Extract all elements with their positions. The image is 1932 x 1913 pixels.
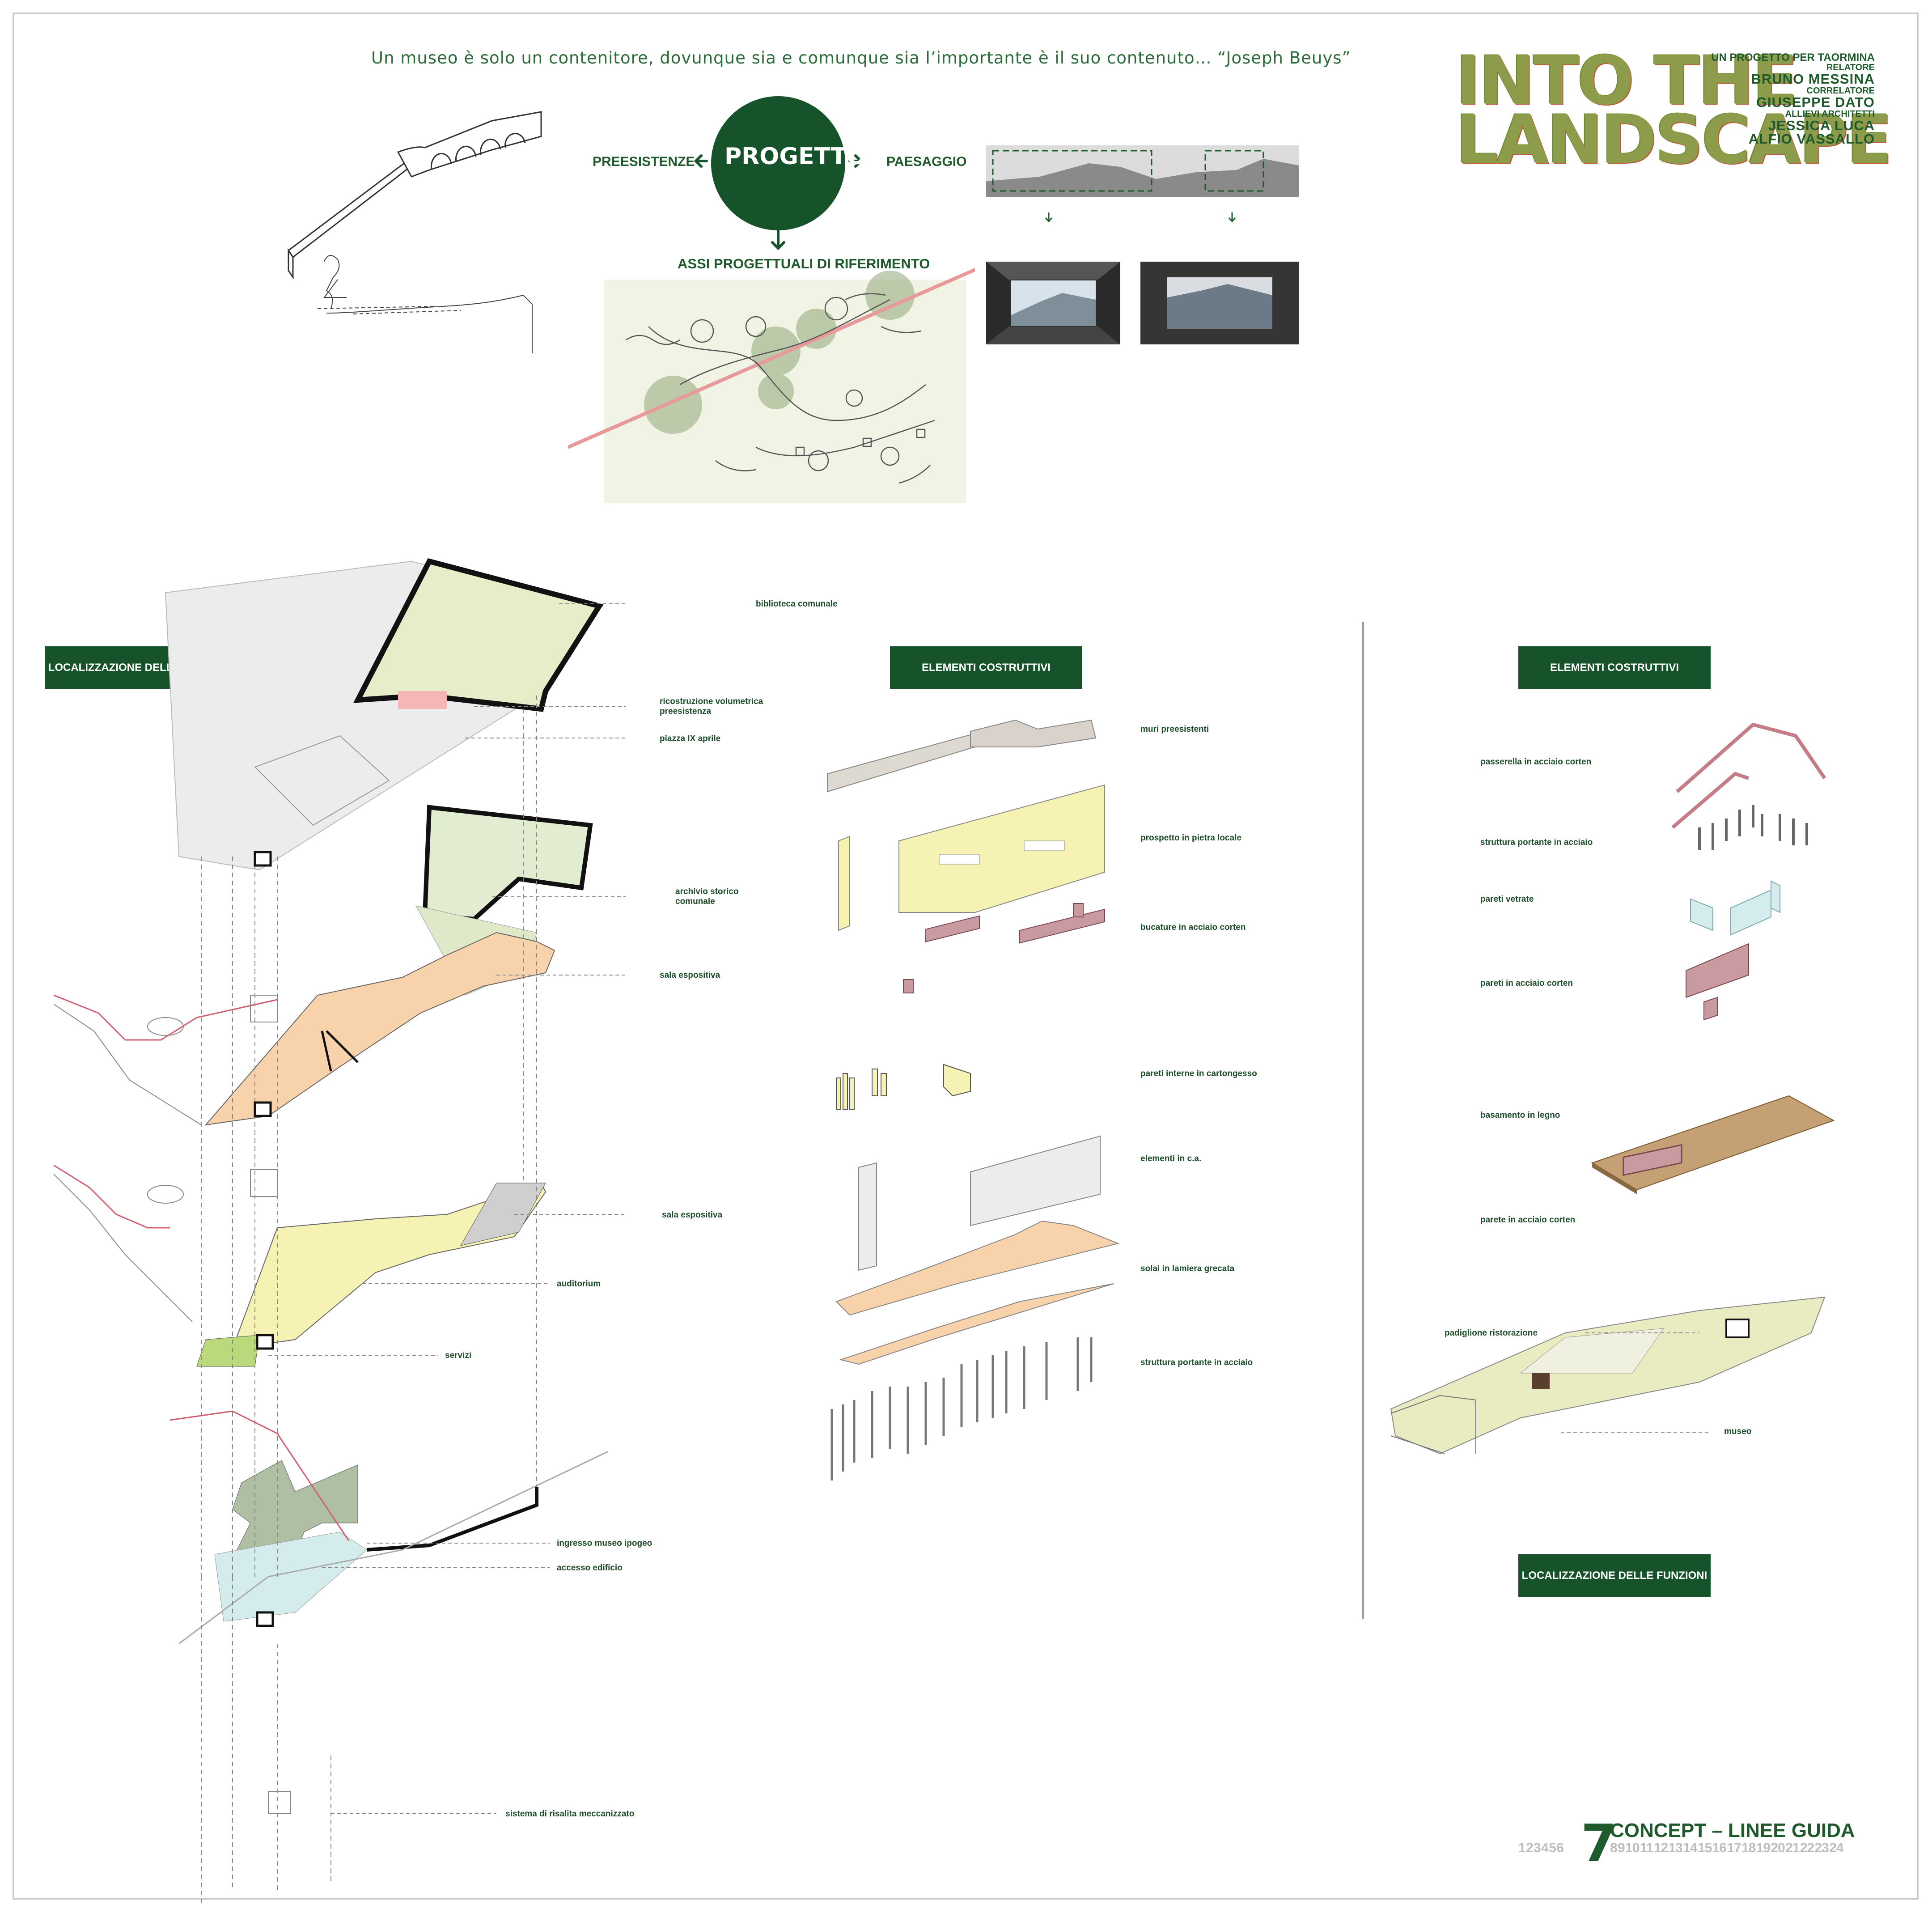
title-line-1: INTO THE [1456, 42, 1798, 120]
concept-diagram [694, 96, 863, 250]
correlatore-name: GIUSEPPE DATO [1756, 94, 1875, 110]
label-ingresso: ingresso museo ipogeo [557, 1539, 652, 1548]
middle-section-header: ELEMENTI COSTRUTTIVI [890, 646, 1082, 689]
page-title: CONCEPT – LINEE GUIDA [1610, 1820, 1855, 1841]
project-subtitle: UN PROGETTO PER TAORMINA [1711, 51, 1875, 64]
label-parete: parete in acciaio corten [1480, 1215, 1576, 1225]
label-basamento: basamento in legno [1480, 1111, 1560, 1120]
correlatore-label: CORRELATORE [1806, 86, 1875, 96]
label-servizi: servizi [445, 1351, 472, 1360]
landscape-framing [986, 145, 1299, 344]
construction-elements [827, 719, 1120, 1480]
concept-sketch-map [568, 267, 975, 503]
label-vetrate: pareti vetrate [1480, 895, 1534, 904]
assi-label: ASSI PROGETTUALI DI RIFERIMENTO [678, 256, 930, 271]
label-muri: muri preesistenti [1140, 725, 1209, 734]
page-number: 7 [1581, 1814, 1617, 1874]
allievo-name-1: JESSICA LUCA [1768, 118, 1875, 133]
label-struttura: struttura portante in acciaio [1140, 1358, 1253, 1367]
project-title: INTO THE LANDSCAPE [1456, 42, 1892, 179]
label-auditorium: auditorium [557, 1279, 601, 1289]
relatore-label: RELATORE [1826, 63, 1875, 72]
right-section-footer: LOCALIZZAZIONE DELLE FUNZIONI [1518, 1554, 1711, 1597]
label-struttura-right: struttura portante in acciaio [1480, 838, 1593, 847]
preexisting-wall-sketch [287, 111, 542, 353]
label-corten-walls: pareti in acciaio corten [1480, 979, 1573, 988]
label-sala-1: sala espositiva [660, 971, 720, 980]
label-bucature: bucature in acciaio corten [1140, 923, 1246, 932]
page-nav-before[interactable]: 1 2 3 4 5 6 [1518, 1841, 1564, 1855]
right-section-header: ELEMENTI COSTRUTTIVI [1518, 646, 1711, 689]
label-archivio: archivio storico comunale [675, 887, 739, 906]
progetto-circle [711, 96, 845, 230]
credits-block: UN PROGETTO PER TAORMINA RELATORE BRUNO … [1687, 51, 1875, 147]
allievo-name-2: ALFIO VASSALLO [1748, 131, 1875, 147]
label-risalita: sistema di risalita meccanizzato [505, 1809, 635, 1819]
section-divider [1362, 622, 1364, 1619]
preesistenze-label: PREESISTENZE [593, 154, 695, 169]
label-accesso: accesso edificio [557, 1563, 623, 1573]
allievi-label: ALLIEVI ARCHITETTI [1785, 109, 1875, 119]
quote-text: Un museo è solo un contenitore, dovunque… [371, 48, 1351, 68]
label-cartongesso: pareti interne in cartongesso [1140, 1069, 1257, 1078]
label-ca: elementi in c.a. [1140, 1154, 1202, 1163]
label-solai: solai in lamiera grecata [1140, 1264, 1235, 1273]
page-nav-after[interactable]: 8 9 10 11 12 13 14 15 16 17 18 19 20 21 … [1610, 1841, 1844, 1855]
label-sala-2: sala espositiva [662, 1210, 723, 1220]
relatore-name: BRUNO MESSINA [1751, 71, 1875, 87]
progetto-label: PROGETTO [724, 143, 866, 170]
pavilion-elements [1390, 722, 1835, 1455]
label-padiglione: padiglione ristorazione [1445, 1328, 1538, 1338]
label-biblioteca: biblioteca comunale [756, 599, 838, 609]
exploded-axonometry [53, 558, 626, 1903]
label-piazza: piazza IX aprile [660, 734, 721, 743]
label-ricostruzione: ricostruzione volumetrica preesistenza [660, 697, 763, 716]
label-passerella: passerella in acciaio corten [1480, 757, 1592, 767]
label-prospetto: prospetto in pietra locale [1140, 833, 1241, 843]
label-museo: museo [1724, 1427, 1752, 1436]
paesaggio-label: PAESAGGIO [886, 154, 967, 169]
title-line-2: LANDSCAPE [1456, 101, 1892, 179]
page-frame [13, 13, 1919, 1900]
